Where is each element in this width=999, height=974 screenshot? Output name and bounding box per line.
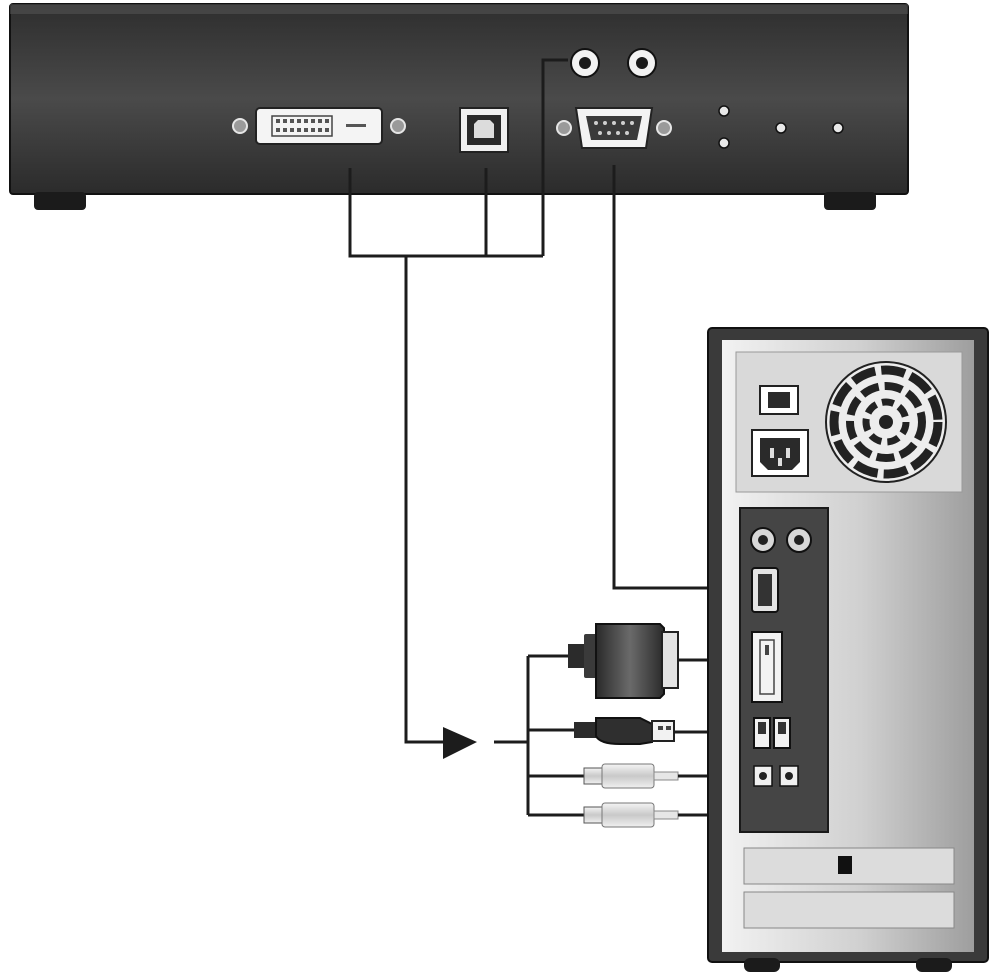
audio-plug-2-tip [653,810,679,820]
tower-foot-right [916,958,952,972]
dvi-connector [568,623,679,699]
audio-jack-left-hole [579,57,591,69]
audio-jacks [570,48,657,78]
dvi-usb-audio-bundle-line [348,168,543,258]
fan-ring-2 [846,382,926,462]
tower-serial-socket-icon [758,574,772,606]
expansion-slot-2 [743,891,955,929]
usb-b-port [459,107,509,153]
dvi-strain-relief [584,634,598,678]
audio-plug-1-boot [583,767,605,785]
audio-drop-line [541,58,568,256]
fan-grille-icon [825,361,947,483]
tower-serial-port [751,567,779,613]
serial-screw-right-icon [656,120,672,136]
fan-ring-3 [862,398,910,446]
power-pin-2 [786,448,790,458]
power-pin-1 [770,448,774,458]
audio-plug-1-tip [653,771,679,781]
usb-a-shield [651,720,675,742]
power-inlet-socket [760,438,800,470]
device-top-edge [10,4,908,14]
dvi-pins-icon [271,115,366,137]
device-cable-lines [348,58,752,744]
tower-dvi-port [751,631,783,703]
tower-foot-left [744,958,780,972]
power-switch-icon [759,385,799,415]
dvi-port-frame [255,107,383,145]
lock-slot-icon [838,856,852,874]
audio-port-1-hole [759,772,767,780]
dvi-cable-boot [568,644,586,668]
audio-plug-2-boot [583,806,605,824]
audio-plug-2 [583,802,679,828]
serial-pins-icon [594,121,634,135]
usb-port-1-tongue [758,722,766,734]
tower-dvi-key [765,645,769,655]
serial-socket-icon [586,116,642,140]
usb-a-slot-2 [666,726,671,730]
fan-hub [879,415,893,429]
usb-a-slot-1 [658,726,663,730]
device-foot-right [824,192,876,210]
usb-b-tongue-icon [474,120,494,138]
dvi-connector-body [595,623,665,699]
tower-dvi-socket-icon [759,639,775,695]
indicator-led-1-icon [718,105,730,117]
indicator-led-4-icon [832,122,844,134]
tower-audio-ports [753,765,799,787]
usb-cable-boot [574,722,596,738]
tower-usb-ports [753,717,791,749]
bundle-trunk-line [404,256,455,744]
audio-port-2-hole [785,772,793,780]
serial-screw-left-icon [556,120,572,136]
indicator-led-2-icon [718,137,730,149]
usb-port-2-tongue [778,722,786,734]
power-pin-3 [778,458,782,466]
audio-plug-2-body [601,802,655,828]
indicator-led-3-icon [775,122,787,134]
audio-plug-1 [583,763,679,789]
device-foot-left [34,192,86,210]
arrow-right-icon [443,727,477,759]
ps2-port-2-hole [794,535,804,545]
dvi-screw-right-icon [390,118,406,134]
usb-a-body [595,717,653,745]
tower-dvi-shell [751,631,783,703]
device-body [9,3,909,195]
dvi-screw-left-icon [232,118,248,134]
ps2-ports [750,527,812,553]
dvi-port [232,107,406,145]
cable-fanout-lines [494,654,584,817]
usb-a-connector [574,717,675,745]
serial-port [556,107,672,149]
ps2-port-1-hole [758,535,768,545]
fan-ring-1 [829,365,943,479]
indicator-leds [718,105,844,149]
power-switch-rocker [768,392,790,408]
computer-tower [707,327,989,972]
extender-unit [9,3,909,210]
audio-jack-right-hole [636,57,648,69]
serial-cable-line [612,165,752,590]
dvi-connector-plate [661,631,679,689]
audio-plug-1-body [601,763,655,789]
